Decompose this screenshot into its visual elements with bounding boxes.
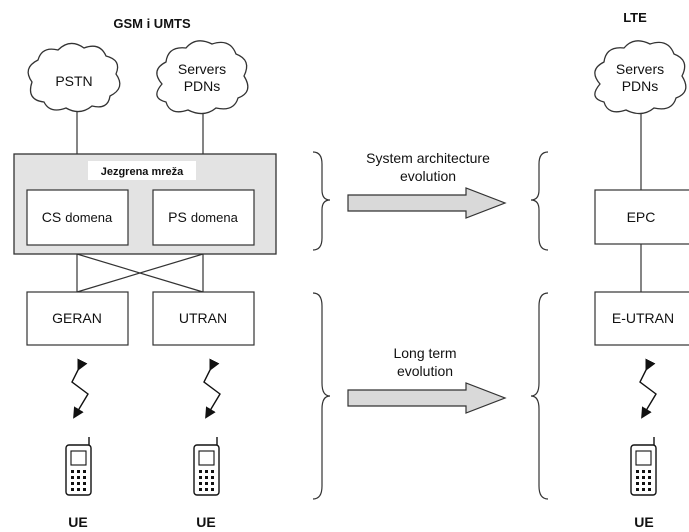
brace-lte-right xyxy=(530,292,549,500)
servers-pdns-cloud-left: Servers PDNs xyxy=(156,40,249,115)
phone-icon xyxy=(65,437,92,496)
ue-label: UE xyxy=(634,514,653,530)
ue-label: UE xyxy=(196,514,215,530)
radio-link-icon xyxy=(71,358,89,419)
right-title: LTE xyxy=(623,10,647,25)
radio-link-icon xyxy=(639,358,657,419)
servers-label-left: Servers xyxy=(178,61,226,77)
eutran-box xyxy=(594,291,689,346)
geran-box xyxy=(26,291,129,346)
cross-line-2 xyxy=(76,253,204,293)
radio-links xyxy=(71,358,657,419)
brace-sae-left xyxy=(312,151,331,251)
pstn-cloud: PSTN xyxy=(27,42,121,113)
ps-domain-box xyxy=(152,189,255,246)
servers-pdns-cloud-right: Servers PDNs xyxy=(594,40,687,115)
left-title: GSM i UMTS xyxy=(113,16,191,31)
servers-label-right: Servers xyxy=(616,61,664,77)
pstn-label: PSTN xyxy=(55,73,92,89)
lte-arrow xyxy=(347,382,507,414)
epc-box xyxy=(594,189,689,245)
core-network-label: Jezgrena mreža xyxy=(101,166,184,178)
phone-icon xyxy=(193,437,220,496)
epc-label: EPC xyxy=(627,209,656,225)
utran-box xyxy=(152,291,255,346)
braces xyxy=(312,151,549,500)
geran-label: GERAN xyxy=(52,310,102,326)
eutran-label: E-UTRAN xyxy=(612,310,674,326)
ue-label: UE xyxy=(68,514,87,530)
pdns-label-right: PDNs xyxy=(622,78,659,94)
pdns-label-left: PDNs xyxy=(184,78,221,94)
radio-link-icon xyxy=(203,358,221,419)
sae-arrow xyxy=(347,187,507,219)
lte-label-line2: evolution xyxy=(397,363,453,379)
cs-domain-box xyxy=(26,189,129,246)
core-network-label-bg xyxy=(88,161,196,180)
brace-sae-right xyxy=(530,151,549,251)
utran-label: UTRAN xyxy=(179,310,227,326)
sae-label-line1: System architecture xyxy=(366,150,490,166)
brace-lte-left xyxy=(312,292,331,500)
connector-lines xyxy=(76,112,642,293)
phone-icon xyxy=(630,437,657,496)
lte-label-line1: Long term xyxy=(393,345,456,361)
sae-label-line2: evolution xyxy=(400,168,456,184)
